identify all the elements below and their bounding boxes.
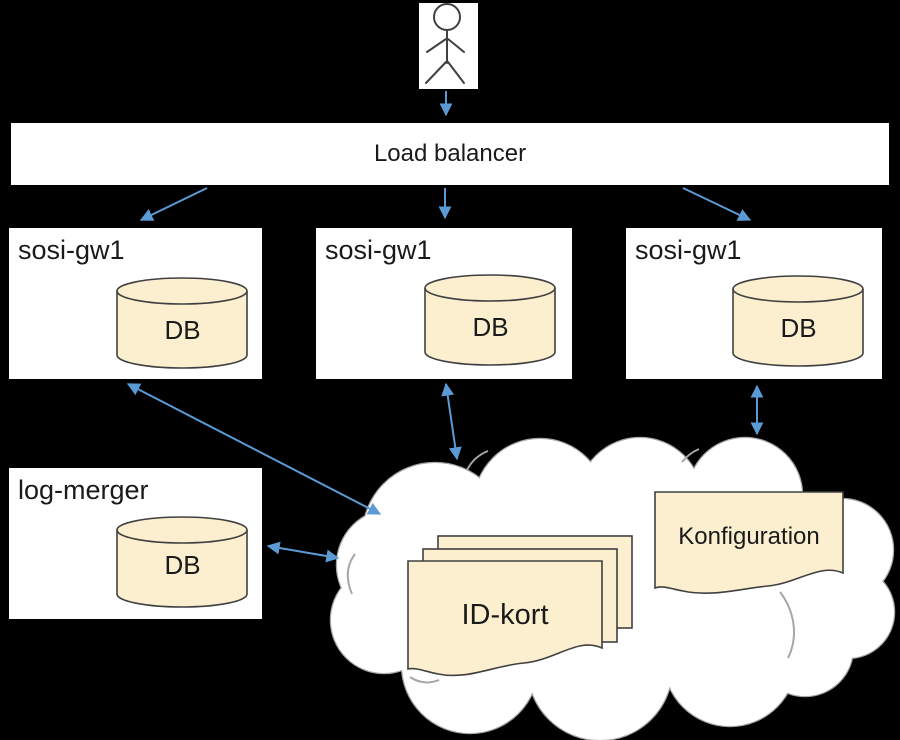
db-cylinder-gw3	[732, 275, 864, 367]
load-balancer-label: Load balancer	[373, 140, 527, 167]
gateway-2-label: sosi-gw1	[325, 235, 432, 265]
arrow-lb-to-gw3	[682, 187, 752, 221]
cloud-inner-arcs	[346, 448, 795, 684]
konfiguration-label: Konfiguration	[678, 523, 820, 550]
log-merger-db-label: DB	[164, 550, 201, 580]
gateway-2-db-label: DB	[472, 312, 509, 342]
id-kort-document-stack	[407, 535, 633, 677]
gateway-1-db-label: DB	[164, 315, 201, 345]
arrow-lb-to-gw1	[139, 187, 208, 221]
gateway-3-db-label: DB	[780, 313, 817, 343]
db-cylinder-logmerger	[116, 516, 248, 608]
id-kort-label: ID-kort	[461, 599, 549, 631]
log-merger-label: log-merger	[18, 475, 149, 505]
person-icon	[419, 3, 478, 89]
db-cylinder-gw1	[116, 277, 248, 369]
document-front	[407, 560, 603, 677]
gateway-3-label: sosi-gw1	[635, 235, 742, 265]
arrow-gw1-cloud	[126, 383, 382, 515]
konfiguration-document	[654, 491, 844, 594]
arrow-gw2-cloud	[441, 382, 462, 461]
db-cylinder-gw2	[424, 274, 556, 366]
gateway-1-label: sosi-gw1	[18, 235, 125, 265]
arrow-logmerger-cloud	[266, 541, 340, 563]
load-balancer-box	[9, 121, 891, 187]
